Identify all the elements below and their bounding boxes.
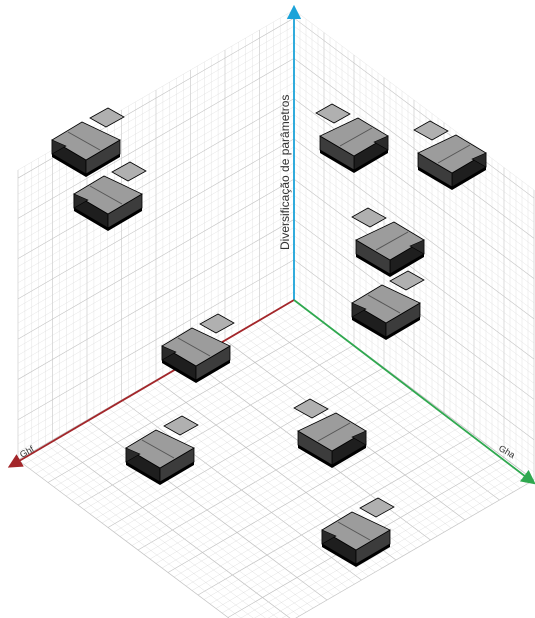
right-wall-grid-line xyxy=(293,9,535,191)
right-wall-grid-line xyxy=(293,251,535,432)
left-wall-grid-line xyxy=(17,74,295,235)
floor-grid-line xyxy=(185,425,463,587)
right-wall-grid-line xyxy=(293,203,535,384)
left-wall-grid-line xyxy=(17,219,295,380)
floor-grid-line xyxy=(45,443,278,618)
left-wall-grid-line xyxy=(17,42,295,203)
left-wall-grid-line xyxy=(17,251,295,412)
right-wall-grid-line xyxy=(293,66,535,247)
left-wall-grid-line xyxy=(17,98,295,259)
left-wall-grid-line xyxy=(17,122,295,283)
isometric-house-icon xyxy=(315,103,389,174)
left-wall-grid-line xyxy=(17,162,295,324)
left-wall-grid-line xyxy=(17,66,295,227)
floor-grid-line xyxy=(155,403,433,564)
floor-grid-line xyxy=(149,398,427,560)
left-wall-grid-line xyxy=(17,114,295,275)
left-axis-label: Ghf xyxy=(18,444,36,460)
vertical-axis-label: Diversificação de parâmetros xyxy=(278,95,292,250)
left-wall-grid-line xyxy=(17,50,295,211)
left-wall-grid-line xyxy=(17,283,295,445)
right-wall-grid-line xyxy=(293,50,535,231)
isometric-house-icon xyxy=(161,313,235,384)
left-wall-grid-line xyxy=(17,235,295,396)
left-wall-grid-line xyxy=(17,291,295,453)
left-wall-grid-line xyxy=(17,154,295,316)
right-wall-grid-line xyxy=(293,267,535,448)
left-wall-grid-line xyxy=(17,170,295,332)
floor-grid-line xyxy=(167,412,445,573)
floor-grid-line xyxy=(268,470,523,618)
floor-grid-line xyxy=(59,435,300,617)
floor-grid-line xyxy=(295,479,535,618)
floor-grid-line xyxy=(281,475,529,618)
left-wall-grid-line xyxy=(17,187,295,348)
left-wall-grid-line xyxy=(17,90,295,251)
floor-grid-line xyxy=(31,451,254,618)
right-wall-grid-line xyxy=(293,243,535,424)
isometric-house-icon xyxy=(51,107,125,178)
right-wall-grid-line xyxy=(293,74,535,255)
left-wall-grid-line xyxy=(17,146,295,308)
left-wall-grid-line xyxy=(17,227,295,388)
floor-grid-line xyxy=(24,455,242,618)
floor-grid-line xyxy=(137,389,415,551)
right-wall-grid-line xyxy=(293,25,535,207)
isometric-house-icon xyxy=(125,415,199,486)
right-wall-grid-line xyxy=(293,42,535,223)
grid xyxy=(17,9,535,618)
left-wall-grid-line xyxy=(17,130,295,291)
right-wall-grid-line xyxy=(293,58,535,239)
floor-grid-line xyxy=(52,439,291,618)
left-axis xyxy=(7,299,295,468)
floor-grid-line xyxy=(79,423,321,605)
floor-grid-line xyxy=(173,416,451,578)
right-wall-grid-line xyxy=(293,235,535,416)
right-wall-grid-line xyxy=(293,17,535,199)
left-wall-grid-line xyxy=(17,178,295,340)
left-wall-grid-line xyxy=(17,34,295,195)
left-wall-grid-line xyxy=(17,259,295,420)
right-wall-grid-line xyxy=(293,98,535,279)
axes xyxy=(7,4,535,485)
left-wall-grid-line xyxy=(17,106,295,267)
isometric-house-icon xyxy=(351,270,425,341)
left-wall-grid-line xyxy=(17,203,295,364)
right-wall-grid-line xyxy=(293,34,535,215)
left-wall-grid-line xyxy=(17,58,295,219)
left-wall-grid-line xyxy=(17,267,295,428)
right-wall-grid-line xyxy=(293,259,535,440)
isometric-house-icon xyxy=(351,207,425,278)
floor-grid-line xyxy=(161,407,439,569)
left-wall-grid-line xyxy=(17,243,295,404)
left-wall-grid-line xyxy=(17,138,295,300)
floor-grid-line xyxy=(179,421,457,582)
floor-grid-line xyxy=(191,430,469,591)
right-wall-grid-line xyxy=(293,291,535,473)
floor-grid-line xyxy=(17,459,230,618)
right-axis xyxy=(293,299,535,485)
floor-grid-line xyxy=(66,431,307,613)
floor-grid-line xyxy=(197,434,475,596)
floor-grid-line xyxy=(38,447,266,618)
right-wall-grid-line xyxy=(293,138,535,320)
left-wall-grid-line xyxy=(17,211,295,372)
right-wall-grid-line xyxy=(293,283,535,465)
left-wall-grid-line xyxy=(17,195,295,356)
left-wall-grid-line xyxy=(17,275,295,436)
floor-grid-line xyxy=(143,394,421,555)
floor-grid-line xyxy=(121,399,362,581)
right-wall-grid-line xyxy=(293,178,535,360)
right-wall-grid-line xyxy=(293,275,535,456)
left-wall-grid-line xyxy=(17,82,295,243)
floor-grid-line xyxy=(73,427,314,609)
